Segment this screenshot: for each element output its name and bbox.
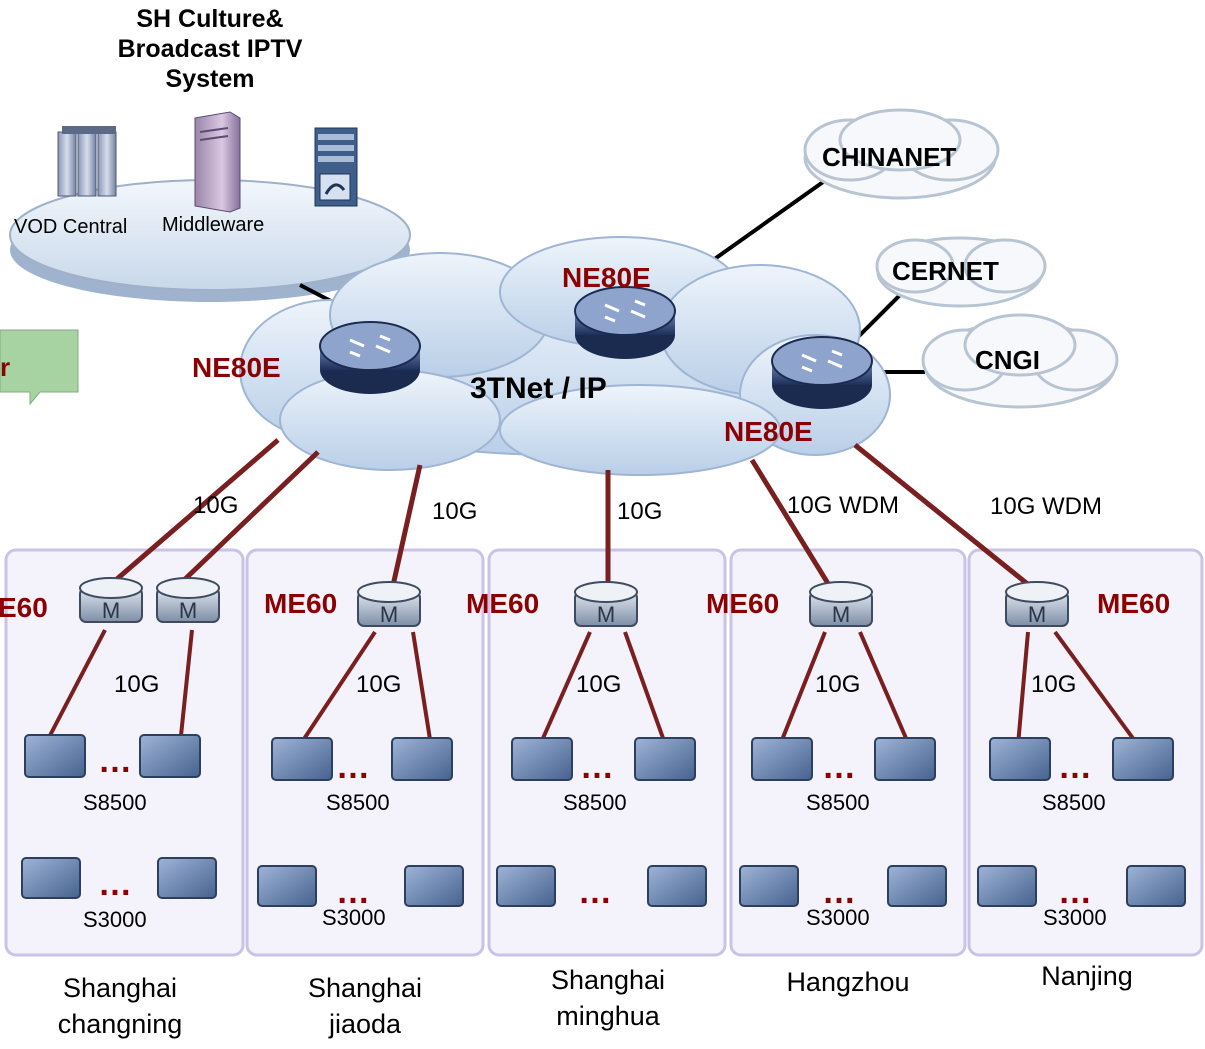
storage-server-icon	[314, 127, 358, 207]
svg-text:M: M	[380, 602, 398, 627]
edge-dots-hangzhou: …	[822, 873, 858, 911]
me60-icon-hangzhou	[809, 581, 873, 627]
site-name-changning: Shanghai changning	[30, 970, 210, 1042]
partial-green-box	[0, 329, 79, 406]
edge-dots-minghua: …	[578, 873, 614, 911]
s3000-label-hangzhou: S3000	[806, 905, 870, 930]
iptv-title-line-3: System	[165, 65, 255, 93]
agg-label-changning: E60	[0, 592, 48, 623]
s8500-switch-icons	[24, 734, 1174, 781]
core-cloud	[239, 236, 891, 476]
site-name-jiaoda-line-1: Shanghai	[307, 973, 423, 1003]
site-box-changning	[4, 548, 245, 957]
svg-text:M: M	[832, 602, 850, 627]
ne80e-center-label: NE80E	[562, 262, 651, 293]
router-icon-center	[574, 286, 676, 359]
s8500-label-changning: S8500	[83, 790, 147, 815]
site-box-jiaoda	[245, 548, 485, 957]
access-label-nanjing: 10G	[1031, 671, 1077, 698]
me60-icons	[79, 577, 1069, 627]
iptv-title-line-2: Broadcast IPTV	[117, 35, 303, 63]
vod-central-label: VOD Central	[14, 216, 128, 238]
chinanet-label: CHINANET	[822, 142, 957, 172]
iptv-system-title: SH Culture& Broadcast IPTV System	[70, 4, 350, 94]
site-name-jiaoda-line-2: jiaoda	[328, 1009, 402, 1039]
svg-text:M: M	[597, 602, 615, 627]
s8500-label-nanjing: S8500	[1042, 790, 1106, 815]
agg-label-hangzhou: ME60	[706, 588, 780, 619]
dist-dots-minghua: …	[580, 748, 616, 786]
site-name-jiaoda: Shanghai jiaoda	[275, 970, 455, 1042]
me60-icon-changning-b	[156, 577, 220, 623]
cernet-label: CERNET	[892, 256, 999, 286]
cngi-cloud	[921, 313, 1119, 409]
agg-label-jiaoda: ME60	[264, 588, 338, 619]
middleware-label: Middleware	[162, 214, 265, 236]
access-label-changning: 10G	[114, 671, 160, 698]
dist-dots-hangzhou: …	[822, 748, 858, 786]
site-name-minghua-line-1: Shanghai	[550, 965, 666, 995]
dist-dots-jiaoda: …	[336, 748, 372, 786]
site-name-hangzhou: Hangzhou	[758, 964, 938, 1000]
agg-label-nanjing: ME60	[1097, 588, 1171, 619]
site-name-minghua-line-2: minghua	[556, 1001, 660, 1031]
edge-dots-jiaoda: …	[336, 873, 372, 911]
vod-server-icon	[57, 126, 117, 197]
me60-icon-changning-a	[79, 577, 143, 623]
edge-dots-nanjing: …	[1058, 873, 1094, 911]
ne80e-right-label: NE80E	[724, 416, 813, 447]
ne80e-left-label: NE80E	[192, 352, 281, 383]
uplink-label-jiaoda: 10G	[432, 498, 478, 525]
access-links	[43, 629, 1145, 754]
uplinks	[108, 438, 1037, 592]
cngi-label: CNGI	[975, 345, 1040, 375]
site-name-nanjing-line-1: Nanjing	[1041, 961, 1133, 991]
s3000-label-changning: S3000	[83, 907, 147, 932]
router-icon-right	[771, 336, 873, 409]
s8500-label-jiaoda: S8500	[326, 790, 390, 815]
me60-icon-minghua	[574, 581, 638, 627]
chinanet-cloud	[803, 108, 1000, 200]
site-name-hangzhou-line-1: Hangzhou	[786, 967, 910, 997]
dist-dots-nanjing: …	[1058, 748, 1094, 786]
uplink-label-hangzhou: 10G WDM	[787, 492, 900, 519]
me60-m-glyphs: M M M M M M	[102, 598, 1046, 627]
agg-label-minghua: ME60	[466, 588, 540, 619]
core-network-label: 3TNet / IP	[470, 372, 607, 405]
access-label-jiaoda: 10G	[356, 671, 402, 698]
cernet-cloud	[875, 236, 1047, 308]
s8500-label-hangzhou: S8500	[806, 790, 870, 815]
uplink-label-nanjing: 10G WDM	[990, 493, 1103, 520]
svg-text:M: M	[179, 598, 197, 623]
dist-dots-changning: …	[98, 742, 134, 780]
partial-box-text: r	[0, 352, 11, 382]
me60-icon-jiaoda	[357, 581, 421, 627]
site-name-nanjing: Nanjing	[997, 958, 1177, 994]
s3000-switch-icons	[21, 857, 1186, 907]
site-box-hangzhou	[729, 548, 967, 957]
iptv-title-line-1: SH Culture&	[136, 5, 284, 33]
site-name-changning-line-1: Shanghai	[62, 973, 178, 1003]
uplink-label-changning: 10G	[193, 492, 239, 519]
access-label-hangzhou: 10G	[815, 671, 861, 698]
site-name-changning-line-2: changning	[57, 1009, 183, 1039]
s3000-label-jiaoda: S3000	[322, 905, 386, 930]
s8500-label-minghua: S8500	[563, 790, 627, 815]
me60-icon-nanjing	[1005, 581, 1069, 627]
s3000-label-nanjing: S3000	[1043, 905, 1107, 930]
uplink-label-minghua: 10G	[617, 498, 663, 525]
middleware-server-icon	[194, 111, 241, 213]
site-name-minghua: Shanghai minghua	[518, 962, 698, 1034]
router-icon-left	[319, 321, 421, 394]
svg-text:M: M	[1028, 602, 1046, 627]
access-label-minghua: 10G	[576, 671, 622, 698]
edge-dots-changning: …	[98, 865, 134, 903]
svg-text:M: M	[102, 598, 120, 623]
